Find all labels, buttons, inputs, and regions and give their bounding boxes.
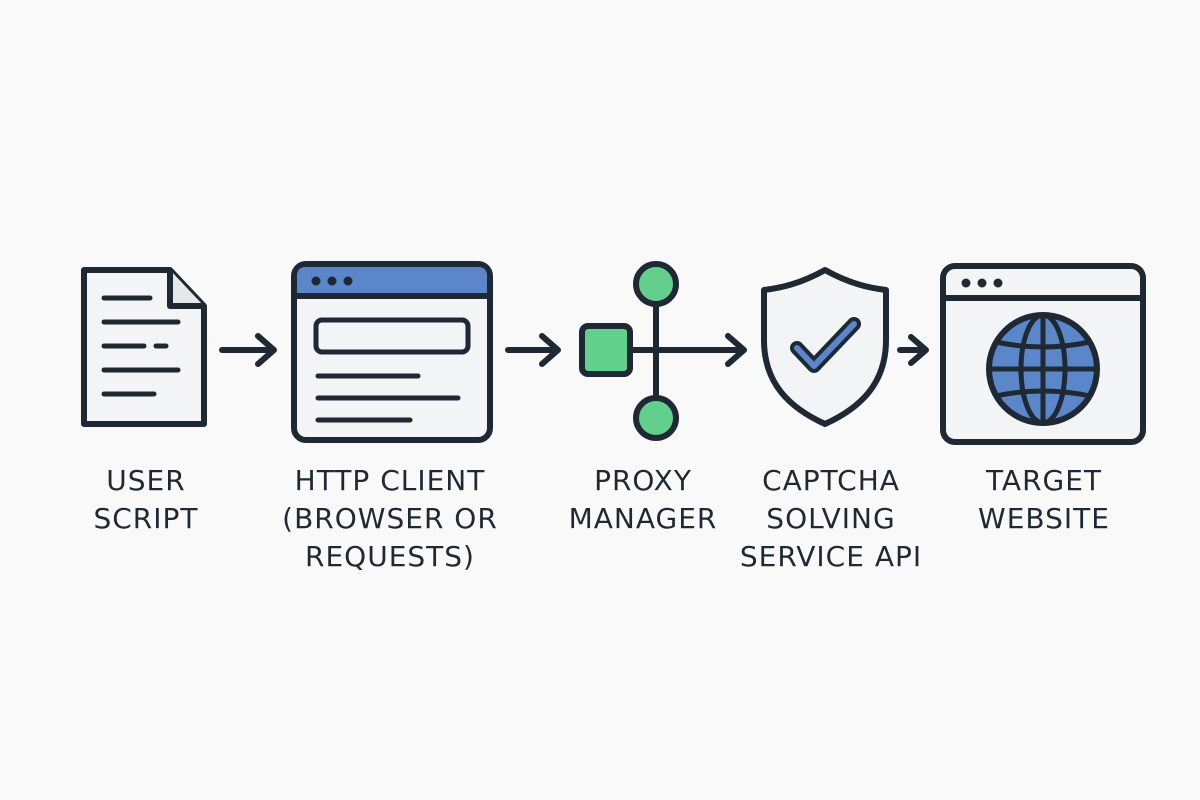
- label-line: REQUESTS): [305, 540, 475, 573]
- label-line: SOLVING: [766, 502, 896, 535]
- http-client-label: HTTP CLIENT (BROWSER OR REQUESTS): [270, 462, 510, 576]
- label-line: HTTP CLIENT: [294, 464, 486, 497]
- label-line: PROXY: [594, 464, 692, 497]
- label-line: TARGET: [985, 464, 1103, 497]
- document-icon: [81, 267, 207, 427]
- captcha-service-label: CAPTCHA SOLVING SERVICE API: [711, 462, 951, 576]
- network-node-icon: [579, 261, 747, 441]
- label-line: MANAGER: [568, 502, 718, 535]
- target-website-label: TARGET WEBSITE: [924, 462, 1164, 538]
- flow-arrow-1: [219, 333, 277, 367]
- label-line: SERVICE API: [739, 540, 923, 573]
- globe-window-icon: [940, 263, 1146, 445]
- label-line: WEBSITE: [978, 502, 1110, 535]
- browser-window-icon: [291, 261, 493, 443]
- flow-arrow-4: [897, 334, 929, 366]
- user-script-label: USER SCRIPT: [26, 462, 266, 538]
- label-line: CAPTCHA: [762, 464, 900, 497]
- label-line: SCRIPT: [93, 502, 199, 535]
- shield-check-icon: [761, 267, 889, 427]
- flow-arrow-2: [505, 333, 561, 367]
- label-line: USER: [106, 464, 186, 497]
- label-line: (BROWSER OR: [282, 502, 498, 535]
- proxy-manager-label: PROXY MANAGER: [523, 462, 763, 538]
